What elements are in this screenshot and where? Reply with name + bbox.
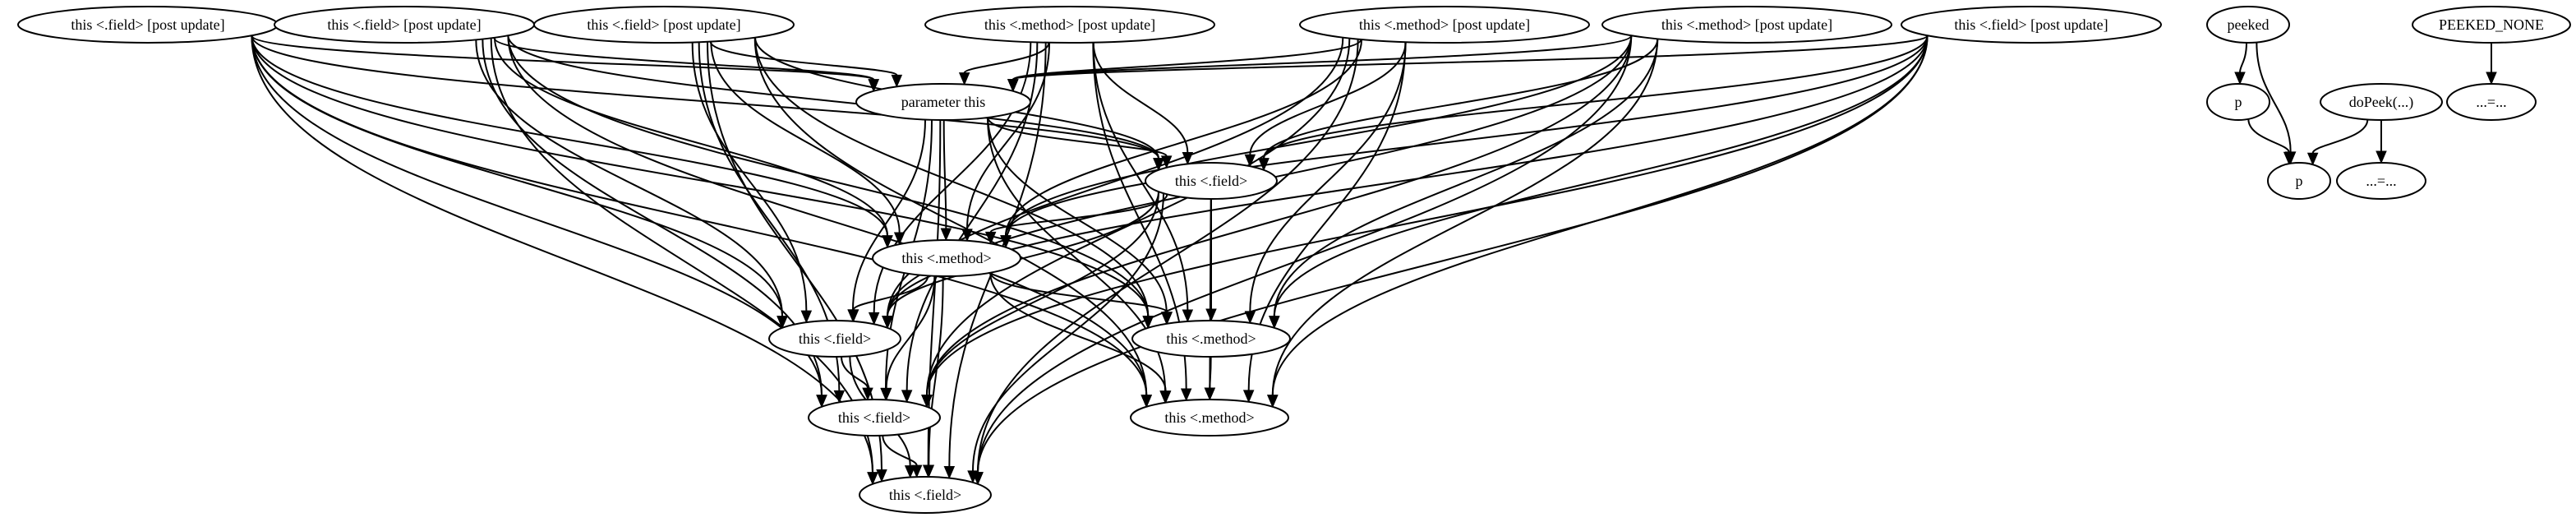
node-param[interactable]: parameter this (855, 83, 1031, 121)
node-f3[interactable]: this <.field> (808, 399, 941, 437)
node-m2[interactable]: this <.method> (1131, 320, 1291, 358)
edge-pm3-to-param (1007, 35, 1633, 93)
edge-f3-to-f4 (882, 435, 923, 478)
node-f1[interactable]: this <.field> (1145, 162, 1278, 200)
node-m3[interactable]: this <.method> (1130, 399, 1289, 437)
edge-f1-to-f4 (967, 193, 1164, 484)
node-label: peeked (2228, 16, 2270, 33)
node-pf4[interactable]: this <.field> [post update] (1901, 6, 2162, 44)
edge-pf2-to-f2 (475, 39, 788, 330)
node-f2[interactable]: this <.field> (768, 320, 901, 358)
node-label: this <.field> (1175, 173, 1247, 189)
node-label: this <.method> [post update] (1661, 16, 1832, 33)
node-pf3[interactable]: this <.field> [post update] (533, 6, 795, 44)
node-label: PEEKED_NONE (2439, 16, 2544, 33)
edge-p1-to-p2 (2247, 118, 2295, 165)
node-label: ...=... (2366, 173, 2396, 189)
edge-pf2-to-f1 (507, 35, 1164, 172)
node-p1[interactable]: p (2206, 83, 2270, 121)
node-pf2[interactable]: this <.field> [post update] (274, 6, 535, 44)
node-label: this <.method> [post update] (1359, 16, 1530, 33)
node-m1[interactable]: this <.method> (872, 239, 1021, 277)
node-p2[interactable]: p (2267, 162, 2331, 200)
node-label: this <.field> (838, 409, 910, 426)
node-label: this <.method> [post update] (984, 16, 1155, 33)
node-label: this <.field> [post update] (71, 16, 224, 33)
edge-f2-to-f3 (841, 356, 873, 401)
edge-m1-to-m3 (989, 272, 1172, 404)
edge-peeked_none-to-dots1 (2486, 42, 2497, 85)
edge-pm3-to-m2 (1269, 39, 1659, 330)
node-label: this <.method> (1164, 409, 1254, 426)
edge-pf1-to-f4 (251, 35, 878, 486)
graph-edges (251, 35, 2497, 486)
node-pf1[interactable]: this <.field> [post update] (17, 6, 279, 44)
node-f4[interactable]: this <.field> (859, 476, 992, 514)
edge-pf2-to-f4 (490, 38, 878, 486)
edge-m1-to-f3 (880, 275, 936, 401)
node-label: this <.field> (799, 330, 871, 347)
edge-pf4-to-param (1007, 35, 1929, 93)
edge-f1-to-m1 (984, 193, 1168, 245)
node-label: this <.field> [post update] (1954, 16, 2108, 33)
edge-pm2-to-f1 (1244, 42, 1407, 168)
node-label: this <.method> (1166, 330, 1256, 347)
edge-param-to-m1 (940, 119, 952, 242)
node-pm3[interactable]: this <.method> [post update] (1601, 6, 1892, 44)
edge-pm1-to-f2 (868, 42, 1032, 326)
node-dots2[interactable]: ...=... (2336, 162, 2426, 200)
node-label: p (2235, 94, 2242, 110)
node-label: this <.field> [post update] (587, 16, 740, 33)
node-dopeek[interactable]: doPeek(...) (2320, 83, 2443, 121)
edge-pf3-to-f4 (707, 41, 887, 483)
node-label: parameter this (901, 94, 985, 110)
edge-pf3-to-m2 (754, 37, 1154, 330)
node-label: p (2296, 173, 2303, 189)
node-label: this <.method> (901, 250, 991, 266)
edge-m1-to-f2 (847, 275, 929, 323)
edge-pf3-to-param (709, 41, 903, 88)
edge-pm2-to-m1 (1000, 39, 1362, 249)
node-label: ...=... (2476, 94, 2506, 110)
edge-f1-to-f3 (921, 192, 1159, 409)
edge-param-to-f1 (987, 117, 1173, 169)
node-pm1[interactable]: this <.method> [post update] (924, 6, 1215, 44)
edge-pf4-to-m2 (1269, 35, 1929, 330)
node-peeked_none[interactable]: PEEKED_NONE (2412, 6, 2571, 44)
edge-pf3-to-m3 (753, 37, 1152, 409)
edge-pf4-to-m1 (1000, 35, 1929, 249)
node-peeked[interactable]: peeked (2206, 6, 2290, 44)
node-dots1[interactable]: ...=... (2446, 83, 2537, 121)
edge-pf2-to-m2 (507, 35, 1154, 330)
edge-dopeek-to-p2 (2306, 119, 2369, 166)
edge-f1-to-m3 (1204, 198, 1216, 401)
node-label: doPeek(...) (2349, 94, 2413, 111)
edge-pf4-to-f4 (972, 35, 1929, 486)
edge-m1-to-m2 (989, 272, 1173, 326)
edge-pm1-to-m2 (1092, 42, 1194, 323)
edge-dopeek-to-dots2 (2376, 120, 2387, 164)
edge-m2-to-m3 (1204, 356, 1216, 401)
edge-f1-to-f2 (882, 192, 1159, 330)
edge-peeked-to-p1 (2234, 42, 2247, 85)
edge-pm2-to-param (1007, 39, 1362, 93)
graph-nodes: this <.field> [post update] this <.field>… (17, 6, 2571, 514)
node-pm2[interactable]: this <.method> [post update] (1299, 6, 1590, 44)
node-label: this <.field> (889, 487, 961, 503)
edge-m1-to-f4 (923, 275, 944, 478)
edge-pf2-to-param (493, 37, 879, 93)
node-label: this <.field> [post update] (327, 16, 481, 33)
